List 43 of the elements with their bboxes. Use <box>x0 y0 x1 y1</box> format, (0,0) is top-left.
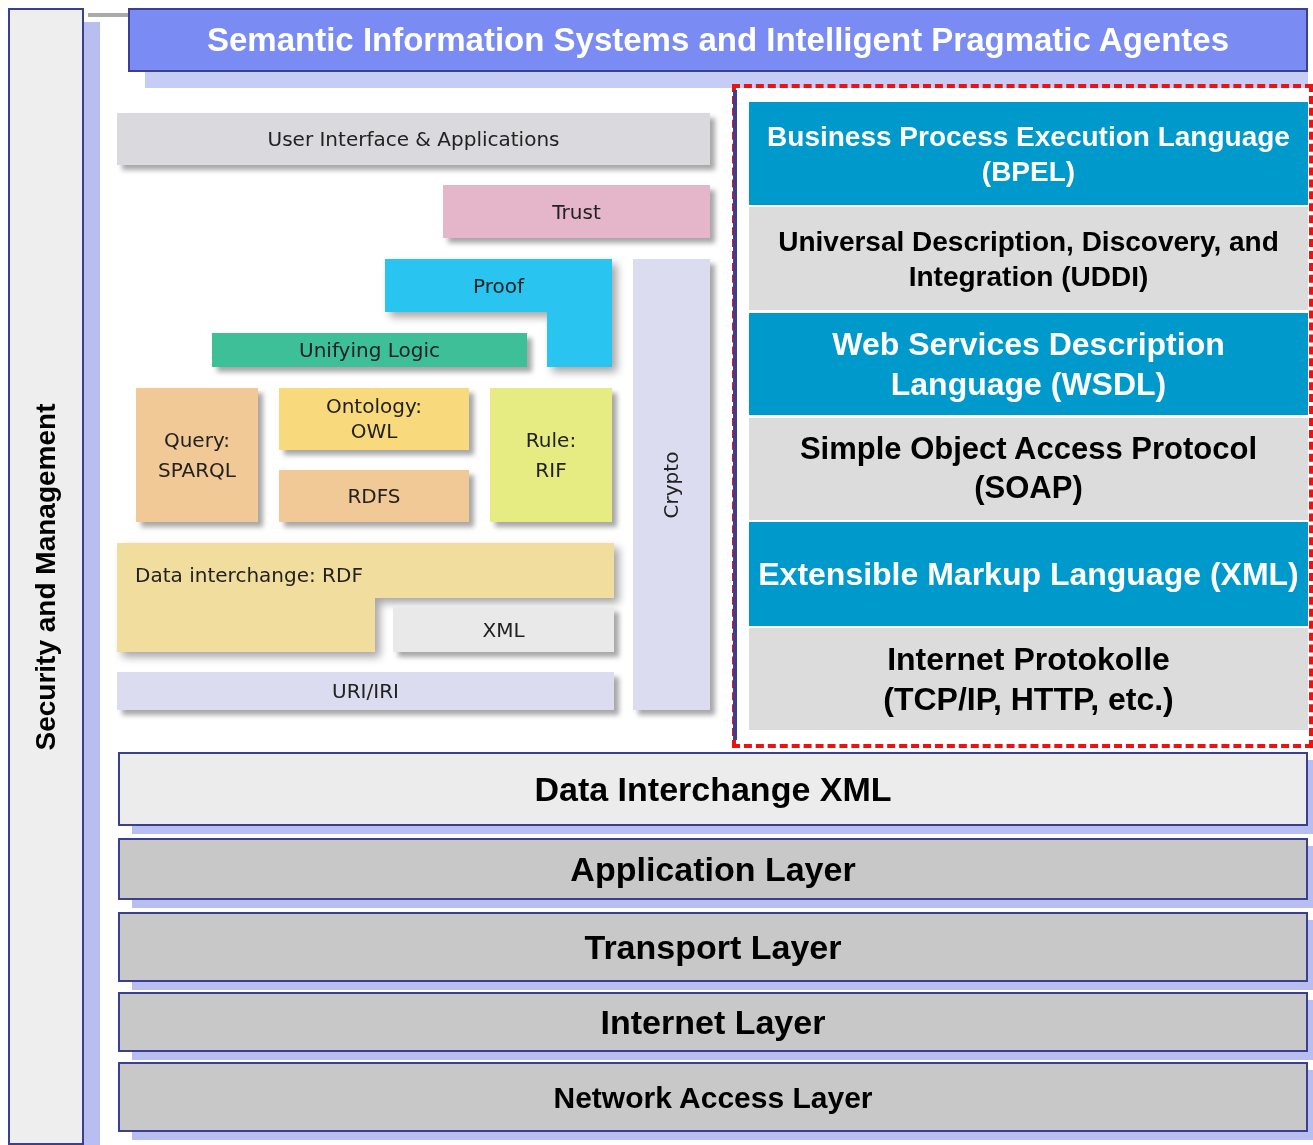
layer-label: Security and Management <box>29 403 62 750</box>
layer-label: XML <box>482 616 525 644</box>
layer-label: Data interchange: RDF <box>134 563 364 588</box>
side-bar <box>8 8 84 1145</box>
layer-label: Ontology: OWL <box>324 394 424 444</box>
layer-box <box>443 185 710 238</box>
layer-box <box>490 388 612 522</box>
layer-box <box>279 388 469 450</box>
layer-label: Query: SPARQL <box>157 427 237 484</box>
layer-box <box>117 672 614 710</box>
layer-box <box>633 259 710 710</box>
protocol-box <box>749 313 1308 415</box>
protocol-box <box>749 628 1308 730</box>
protocol-box <box>749 102 1308 205</box>
protocol-box <box>749 418 1308 520</box>
layer-label: Extensible Markup Language (XML) <box>758 555 1299 594</box>
layer-label: Rule: RIF <box>524 427 578 484</box>
layer-label: Universal Description, Discovery, and Integration (UDDI) <box>777 224 1280 294</box>
layer-box <box>117 113 710 165</box>
layer-box <box>279 470 469 522</box>
layer-label: Crypto <box>658 451 685 518</box>
layer-box <box>393 607 614 652</box>
layer-label: User Interface & Applications <box>267 126 560 153</box>
layer-label: Internet Protokolle (TCP/IP, HTTP, etc.) <box>882 640 1175 719</box>
layer-label: Network Access Layer <box>553 1079 873 1116</box>
layer-label: RDFS <box>347 483 401 510</box>
layer-label: URI/IRI <box>332 678 399 705</box>
layer-label: Data Interchange XML <box>534 768 892 810</box>
layer-label: Application Layer <box>570 848 856 890</box>
layer-label: Web Services Description Language (WSDL) <box>831 325 1226 404</box>
layer-label: Proof <box>473 272 524 300</box>
layer-label: Transport Layer <box>584 926 842 968</box>
layer-label: Simple Object Access Protocol (SOAP) <box>798 430 1259 507</box>
layer-label: Semantic Information Systems and Intelligent Pragmatic Agentes <box>207 20 1229 61</box>
layer-label: Trust <box>552 198 601 226</box>
protocol-box <box>749 207 1308 310</box>
layer-label: Business Process Execution Language (BPEL) <box>766 119 1291 189</box>
title-banner <box>128 8 1308 72</box>
layer-label: Unifying Logic <box>299 337 440 364</box>
layer-label: Internet Layer <box>600 1001 826 1043</box>
protocol-box <box>749 522 1308 626</box>
layer-box <box>136 388 258 522</box>
layer-box <box>212 333 527 367</box>
